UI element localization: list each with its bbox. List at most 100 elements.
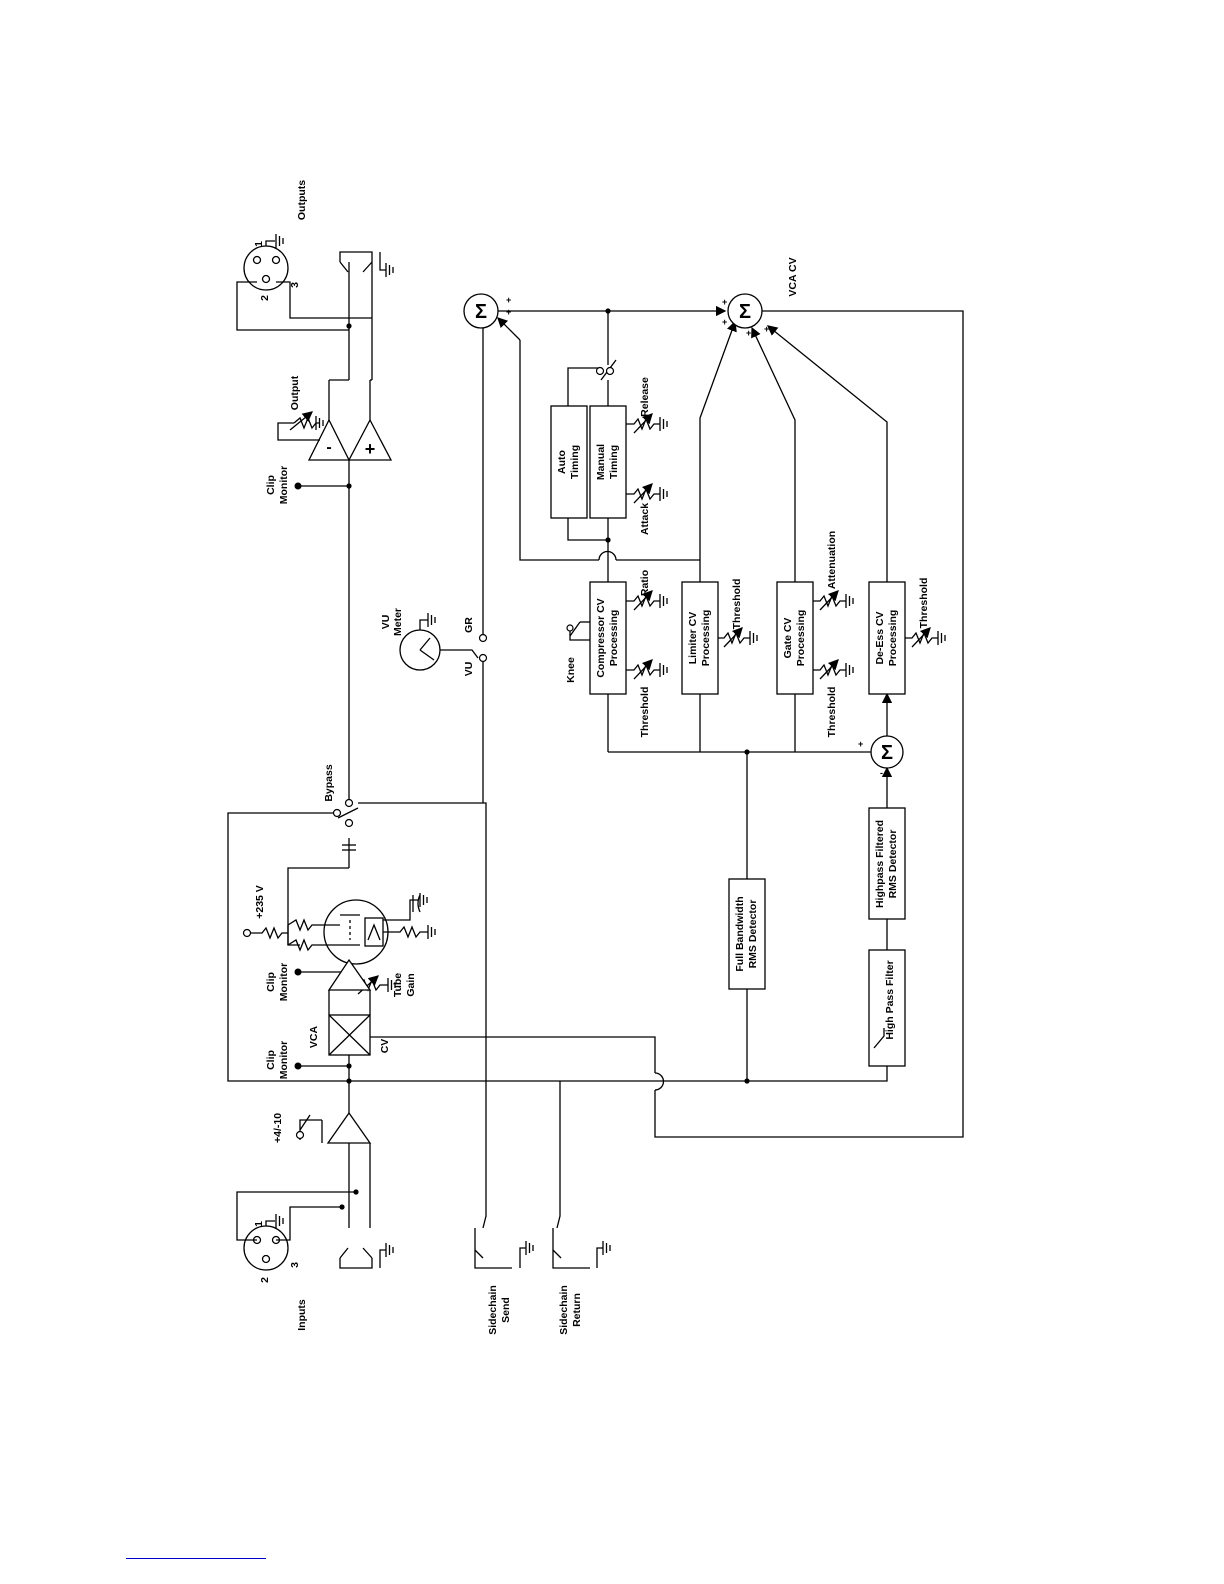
deess-sum-node [870,735,904,769]
ground-icon [845,662,854,678]
vca [327,958,372,1060]
ground-icon [749,630,758,646]
ground-icon [275,233,284,249]
attack-label: Attack [639,503,651,535]
gr-label: GR [463,617,475,633]
svg-text:Manual: Manual [595,444,607,480]
clip-monitor-label: Monitor [278,963,290,1002]
ground-icon [525,1240,534,1256]
input-xlr-connector [236,1191,386,1271]
gate-cv-block: Gate CV Processing [776,581,814,695]
sidechain-send-jack [474,1228,526,1269]
vca-label: VCA [308,1025,320,1048]
knee-label: Knee [565,657,577,683]
sidechain-return-label: Sidechain [558,1285,570,1335]
tube-gain-label: Tube [392,973,404,997]
plus-sign: + [722,297,727,307]
threshold-label: Threshold [918,578,930,629]
auto-timing-block: Auto Timing [550,405,588,519]
ground-icon [419,892,428,908]
inputs-label: Inputs [296,1299,308,1331]
clip-monitor-label: Clip [265,1050,277,1070]
svg-text:Processing: Processing [700,610,712,667]
svg-text:High Pass Filter: High Pass Filter [884,960,896,1039]
footer-rule [126,1558,266,1559]
cv-pots [569,413,938,680]
limiter-cv-block: Limiter CV Processing [681,581,719,695]
clip-monitor-label: Monitor [278,466,290,505]
vca-cv-sum-node [727,293,763,329]
plus-sign: + [746,328,751,338]
voltage-label: +235 V [254,885,266,919]
gr-sum-node [463,293,499,329]
tube-stage [248,894,428,995]
ground-icon [427,612,436,628]
sidechain-return-label: Return [571,1293,583,1327]
ground-icon [845,593,854,609]
vu-label: VU [463,662,475,677]
svg-text:De-Ess CV: De-Ess CV [874,611,886,664]
gr-sum-symbol: Σ [475,301,487,323]
control-wires [349,305,964,1229]
svg-text:Processing: Processing [887,610,899,667]
svg-text:-: - [326,439,331,456]
output-amplifier [277,379,393,461]
tube-gain-label: Gain [405,973,417,996]
plus-sign: + [764,324,769,334]
threshold-label: Threshold [639,687,651,738]
ground-icon [385,262,394,278]
sidechain-return-jack [552,1228,603,1269]
release-label: Release [639,377,651,417]
highpass-filtered-rms-block: Highpass Filtered RMS Detector [868,807,906,920]
minus-sign: - [880,768,883,778]
svg-text:Processing: Processing [608,610,620,667]
ratio-label: Ratio [639,570,651,596]
svg-text:Gate CV: Gate CV [782,618,794,659]
deess-cv-block: De-Ess CV Processing [868,581,906,695]
clip-monitor-label: Clip [265,972,277,992]
plus-sign: + [506,295,511,305]
outputs-label: Outputs [296,180,308,220]
svg-text:Timing: Timing [608,445,620,479]
pin-1-label: 1 [253,241,265,247]
sidechain-send-label: Send [500,1297,512,1323]
ground-icon [659,486,668,502]
full-bandwidth-rms-block: Full Bandwidth RMS Detector [728,878,766,990]
ground-icon [602,1240,611,1256]
svg-text:Auto: Auto [556,450,568,474]
plus-sign: + [506,307,511,317]
svg-text:Limiter CV: Limiter CV [687,612,699,665]
output-pot-label: Output [289,375,301,410]
level-switch-label: +4/-10 [272,1113,284,1143]
threshold-label: Threshold [731,579,743,630]
clip-monitor-label: Clip [265,475,277,495]
pin-3-label: 3 [289,1262,301,1268]
vu-meter-label: Meter [392,608,404,636]
svg-text:Compressor CV: Compressor CV [595,598,607,677]
deess-sum-symbol: Σ [881,742,893,764]
svg-text:RMS Detector: RMS Detector [887,830,899,899]
pin-2-label: 2 [259,295,271,301]
bypass-label: Bypass [323,764,335,802]
svg-text:Timing: Timing [569,445,581,479]
cv-label: CV [379,1039,391,1054]
clip-monitor-label: Monitor [278,1041,290,1080]
ground-icon [659,416,668,432]
output-xlr-connector [236,240,386,331]
svg-text:Processing: Processing [795,610,807,667]
svg-text:+: + [365,439,376,459]
pin-3-label: 3 [289,282,301,288]
manual-timing-block: Manual Timing [589,405,627,519]
pin-2-label: 2 [259,1277,271,1283]
vca-cv-label: VCA CV [787,257,799,296]
high-pass-filter-block: High Pass Filter [868,949,906,1067]
attenuation-label: Attenuation [826,531,838,589]
ground-icon [427,924,436,940]
input-amplifier [299,1111,372,1144]
vu-meter [399,619,484,803]
svg-text:Highpass Filtered: Highpass Filtered [874,820,886,908]
ground-icon [385,1242,394,1258]
threshold-label: Threshold [826,687,838,738]
compressor-cv-block: Compressor CV Processing [589,581,627,695]
